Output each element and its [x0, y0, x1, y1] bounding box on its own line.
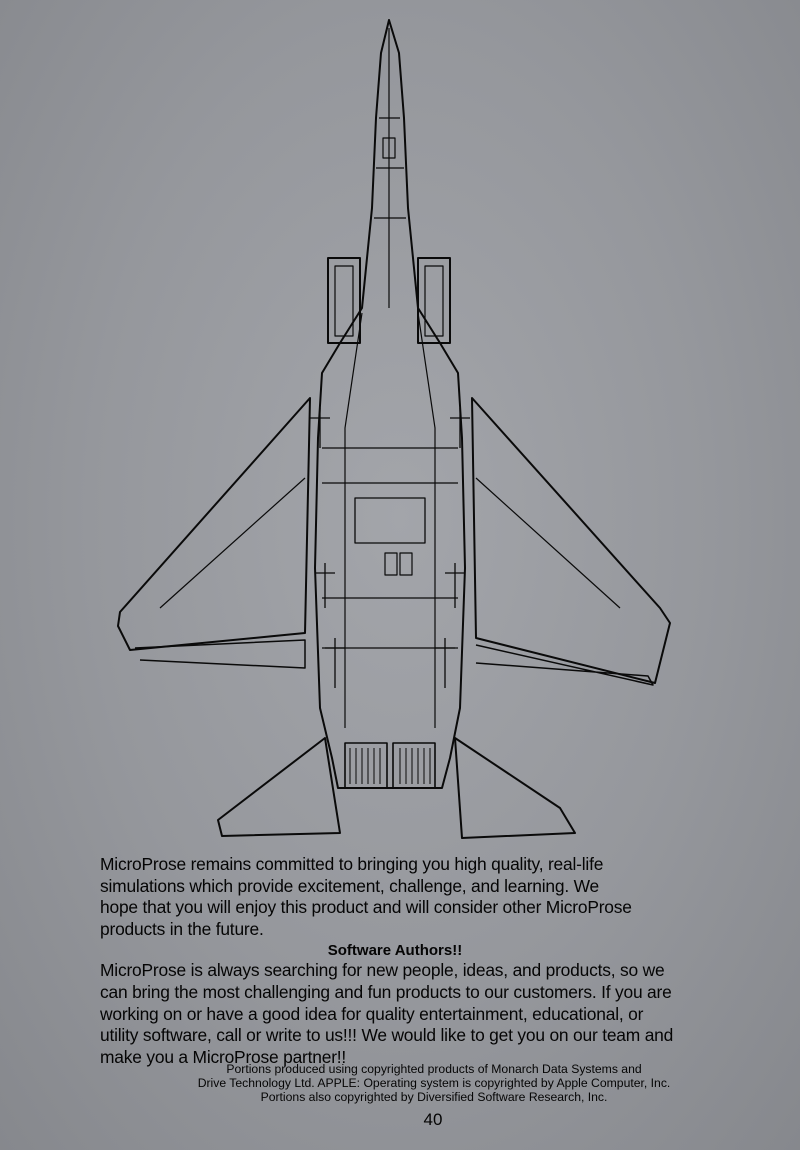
software-authors-heading: Software Authors!!	[327, 942, 463, 960]
fuselage	[314, 19, 466, 789]
copyright-line: Portions produced using copyrighted prod…	[226, 1062, 642, 1076]
missile-right-1	[450, 408, 470, 448]
copyright-line: Portions also copyrighted by Diversified…	[260, 1090, 608, 1104]
missile-left-2	[315, 563, 335, 608]
left-nozzle	[344, 742, 388, 789]
copyright-line: Drive Technology Ltd. APPLE: Operating s…	[197, 1076, 671, 1090]
left-wing	[117, 397, 311, 651]
right-stabilizer	[454, 737, 576, 839]
text-line: make you a MicroProse partner!!	[100, 1046, 347, 1067]
text-line: hope that you will enjoy this product an…	[100, 897, 632, 918]
left-stabilizer	[217, 737, 341, 837]
right-intake	[417, 257, 451, 344]
missile-left-1	[310, 408, 330, 448]
text-line: MicroProse is always searching for new p…	[100, 960, 665, 981]
body-text: MicroProse remains committed to bringing…	[100, 854, 690, 1068]
intro-paragraph: MicroProse remains committed to bringing…	[100, 854, 690, 940]
left-wing-flap	[134, 639, 306, 669]
copyright-notice: Portions produced using copyrighted prod…	[100, 1062, 768, 1104]
cockpit-panel	[382, 137, 396, 159]
right-wing-flap	[475, 644, 654, 686]
jet-drawing	[117, 19, 671, 839]
right-nozzle	[392, 742, 436, 789]
center-panel	[354, 497, 426, 544]
text-line: utility software, call or write to us!!!…	[100, 1025, 674, 1046]
left-intake	[327, 257, 361, 344]
spine-right	[417, 312, 436, 728]
page-number: 40	[423, 1110, 443, 1129]
text-line: MicroProse remains committed to bringing…	[100, 854, 604, 874]
jet-illustration	[100, 8, 700, 858]
text-line: working on or have a good idea for quali…	[100, 1003, 644, 1024]
missile-left-3	[325, 638, 345, 688]
missile-right-2	[445, 563, 465, 608]
text-line: can bring the most challenging and fun p…	[100, 981, 672, 1002]
missile-right-3	[435, 638, 455, 688]
left-wing-line	[159, 477, 306, 609]
authors-paragraph: MicroProse is always searching for new p…	[100, 960, 690, 1068]
right-wing-line	[475, 477, 621, 609]
text-line: products in the future.	[100, 918, 264, 939]
spine-left	[344, 312, 363, 728]
right-wing	[471, 397, 671, 684]
text-line: simulations which provide excitement, ch…	[100, 875, 600, 896]
